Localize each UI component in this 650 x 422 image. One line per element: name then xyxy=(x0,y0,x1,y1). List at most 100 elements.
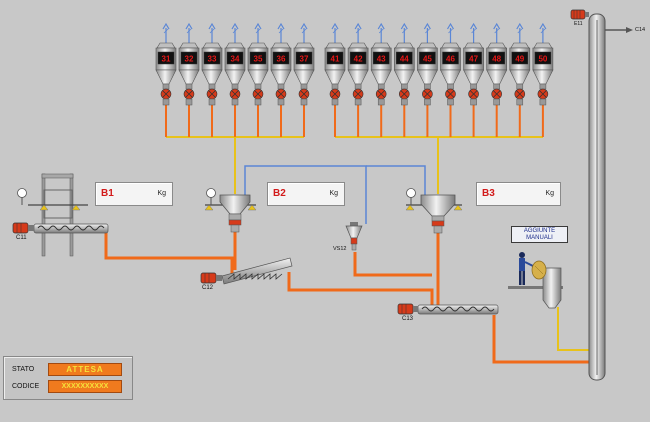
rotary-valve-icon[interactable] xyxy=(445,88,456,100)
silo-42[interactable]: 42 xyxy=(347,22,369,106)
silo-display xyxy=(249,51,267,65)
motor-c11-label: C11 xyxy=(16,235,27,241)
motor-c12-icon[interactable] xyxy=(200,272,222,284)
scale-b1-name: B1 xyxy=(101,188,114,199)
outlet-arrow-icon xyxy=(626,27,633,33)
hopper-b3 xyxy=(405,188,463,234)
silo-drop-lines xyxy=(165,105,544,137)
rotary-valve-icon[interactable] xyxy=(275,88,287,100)
rotary-valve-icon[interactable] xyxy=(422,88,433,100)
scale-b3-unit: Kg xyxy=(545,190,554,197)
silo-36[interactable]: 36 xyxy=(270,22,292,106)
silo-display xyxy=(419,51,436,65)
scale-b2-unit: Kg xyxy=(329,190,338,197)
silo-number: 36 xyxy=(277,55,286,64)
silo-bank: 31 32 33 34 35 36 37 41 42 43 44 45 46 47 48 49 50 xyxy=(155,22,554,106)
silo-44[interactable]: 44 xyxy=(393,22,415,106)
silo-37[interactable]: 37 xyxy=(293,22,315,106)
rotary-valve-icon[interactable] xyxy=(468,88,479,100)
vent-icon xyxy=(185,22,193,43)
rotary-valve-icon[interactable] xyxy=(398,88,410,100)
conveyor-c11 xyxy=(12,222,109,234)
silo-display xyxy=(372,51,390,65)
silo-number: 45 xyxy=(423,55,432,64)
rotary-valve-icon[interactable] xyxy=(375,88,387,100)
silo-45[interactable]: 45 xyxy=(416,22,438,106)
silo-display xyxy=(326,51,344,65)
rotary-valve-icon[interactable] xyxy=(352,88,364,100)
silo-43[interactable]: 43 xyxy=(370,22,392,106)
silo-number: 37 xyxy=(300,55,309,64)
rotary-valve-icon[interactable] xyxy=(160,88,172,100)
manual-additions-button[interactable]: AGGIUNTE MANUALI xyxy=(511,226,568,243)
manual-addition-station xyxy=(508,252,563,309)
rotary-valve-icon[interactable] xyxy=(329,88,341,100)
vent-icon xyxy=(539,22,547,43)
rotary-valve-icon[interactable] xyxy=(206,88,218,100)
rotary-valve-icon[interactable] xyxy=(183,88,195,100)
silo-number: 42 xyxy=(354,55,363,64)
vent-icon xyxy=(516,22,524,43)
silo-display xyxy=(180,51,198,65)
motor-c13-icon[interactable] xyxy=(397,303,418,315)
scale-b3-name: B3 xyxy=(482,188,495,199)
elevator-e11 xyxy=(570,9,633,381)
gauge-b1-icon xyxy=(17,188,27,198)
scale-b1-unit: Kg xyxy=(157,190,166,197)
silo-number: 33 xyxy=(208,55,217,64)
silo-number: 32 xyxy=(185,55,194,64)
valve-vs12-icon[interactable] xyxy=(350,237,358,245)
silo-number: 31 xyxy=(162,55,171,64)
vent-icon xyxy=(470,22,478,43)
silo-35[interactable]: 35 xyxy=(247,22,269,106)
silo-48[interactable]: 48 xyxy=(486,22,508,106)
motor-e11-icon[interactable] xyxy=(570,9,589,20)
manual-additions-line1: AGGIUNTE xyxy=(523,228,556,234)
yellow-collector-lines xyxy=(166,136,592,351)
silo-50[interactable]: 50 xyxy=(532,22,554,106)
silo-number: 41 xyxy=(331,55,340,64)
silo-33[interactable]: 33 xyxy=(201,22,223,106)
status-panel: STATO ATTESA CODICE XXXXXXXXXX xyxy=(3,356,133,400)
vent-icon xyxy=(354,22,362,43)
vent-icon xyxy=(493,22,501,43)
vent-icon xyxy=(208,22,216,43)
rotary-valve-icon[interactable] xyxy=(229,88,241,100)
rotary-valve-icon[interactable] xyxy=(514,88,526,100)
silo-49[interactable]: 49 xyxy=(509,22,531,106)
hopper-b2 xyxy=(204,188,257,233)
silo-number: 46 xyxy=(446,55,455,64)
silo-display xyxy=(203,51,221,65)
silo-41[interactable]: 41 xyxy=(324,22,346,106)
silo-display xyxy=(272,51,290,65)
silo-number: 48 xyxy=(492,55,501,64)
silo-32[interactable]: 32 xyxy=(178,22,200,106)
silo-number: 34 xyxy=(231,55,240,64)
rotary-valve-icon[interactable] xyxy=(537,88,549,100)
valve-b2-icon[interactable] xyxy=(228,219,242,226)
silo-number: 50 xyxy=(538,55,547,64)
silo-34[interactable]: 34 xyxy=(224,22,246,106)
valve-b3-icon[interactable] xyxy=(431,220,445,227)
silo-number: 44 xyxy=(400,55,409,64)
rotary-valve-icon[interactable] xyxy=(298,88,310,100)
status-label: STATO xyxy=(12,366,35,373)
silo-47[interactable]: 47 xyxy=(463,22,485,106)
silo-46[interactable]: 46 xyxy=(440,22,461,106)
rotary-valve-icon[interactable] xyxy=(252,88,264,100)
silo-display xyxy=(226,51,244,65)
conveyor-c13 xyxy=(397,303,499,315)
silo-number: 49 xyxy=(515,55,524,64)
rotary-valve-icon[interactable] xyxy=(491,88,503,100)
silo-display xyxy=(511,51,529,65)
vent-icon xyxy=(162,22,170,43)
sack-icon xyxy=(531,260,547,280)
motor-e11-label: E11 xyxy=(574,21,583,27)
motor-c11-icon[interactable] xyxy=(12,222,34,234)
scale-b1-display: B1 Kg xyxy=(95,182,173,206)
hopper-vs12 xyxy=(345,222,363,251)
silo-display xyxy=(488,51,505,65)
silo-31[interactable]: 31 xyxy=(155,22,177,106)
silo-display xyxy=(396,51,413,65)
